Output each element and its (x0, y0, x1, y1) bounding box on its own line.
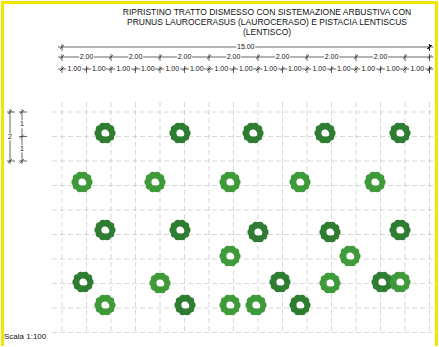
shrub-symbol (339, 246, 360, 267)
dimension-label: 2.00 (275, 53, 291, 60)
shrub-symbols (71, 123, 410, 316)
drawing-title: RIPRISTINO TRATTO DISMESSO CON SISTEMAZI… (112, 7, 422, 38)
shrub-symbol (94, 295, 115, 316)
shrub-symbol (242, 123, 263, 144)
shrub-symbol (149, 273, 170, 294)
dimension-label: 1 (19, 145, 25, 152)
dimension-label: 1.00 (213, 65, 229, 72)
planting-grid (52, 102, 434, 333)
shrub-symbol (219, 246, 240, 267)
shrub-symbol (389, 123, 410, 144)
shrub-symbol (319, 273, 340, 294)
shrub-symbol (169, 123, 190, 144)
dimension-label: 2.00 (324, 53, 340, 60)
shrub-symbol (289, 295, 310, 316)
dimension-label: 2.00 (226, 53, 242, 60)
dimension-label: 1.00 (238, 65, 254, 72)
dimension-label: 1.00 (311, 65, 327, 72)
dimension-label: 2 (7, 133, 13, 140)
shrub-symbol (314, 123, 335, 144)
shrub-symbol (71, 172, 92, 193)
dimension-label: 2.00 (128, 53, 144, 60)
dimension-label: 15.00 (236, 43, 256, 50)
dimension-label: 1.00 (287, 65, 303, 72)
dimension-label: 1.00 (66, 65, 82, 72)
shrub-symbol (247, 222, 268, 243)
scale-note: Scala 1:100 (4, 333, 46, 341)
dimension-label: 1 (19, 121, 25, 128)
dimension-label: 1.00 (385, 65, 401, 72)
dimension-label: 2.00 (373, 53, 389, 60)
shrub-symbol (174, 295, 195, 316)
shrub-symbol (144, 172, 165, 193)
dimension-lines (7, 44, 434, 164)
shrub-symbol (72, 272, 93, 293)
dimension-label: 2.00 (177, 53, 193, 60)
shrub-symbol (219, 295, 240, 316)
shrub-symbol (289, 172, 310, 193)
shrub-symbol (319, 222, 340, 243)
shrub-symbol (389, 220, 410, 241)
dimension-label: 1.00 (336, 65, 352, 72)
shrub-symbol (269, 272, 290, 293)
dimension-label: 2.00 (79, 53, 95, 60)
dimension-label: 1.00 (164, 65, 180, 72)
shrub-symbol (94, 220, 115, 241)
dimension-label: 1.00 (140, 65, 156, 72)
shrub-symbol (389, 272, 410, 293)
shrub-symbol (364, 172, 385, 193)
dimension-label: 1.00 (409, 65, 425, 72)
shrub-symbol (245, 295, 266, 316)
shrub-symbol (219, 172, 240, 193)
shrub-symbol (169, 220, 190, 241)
dimension-label: 1.00 (91, 65, 107, 72)
dimension-label: 1.00 (115, 65, 131, 72)
dimension-label: 1.00 (189, 65, 205, 72)
dimension-label: 1.00 (360, 65, 376, 72)
shrub-symbol (94, 123, 115, 144)
dimension-label: 1.00 (262, 65, 278, 72)
sheet-frame (3, 3, 437, 347)
